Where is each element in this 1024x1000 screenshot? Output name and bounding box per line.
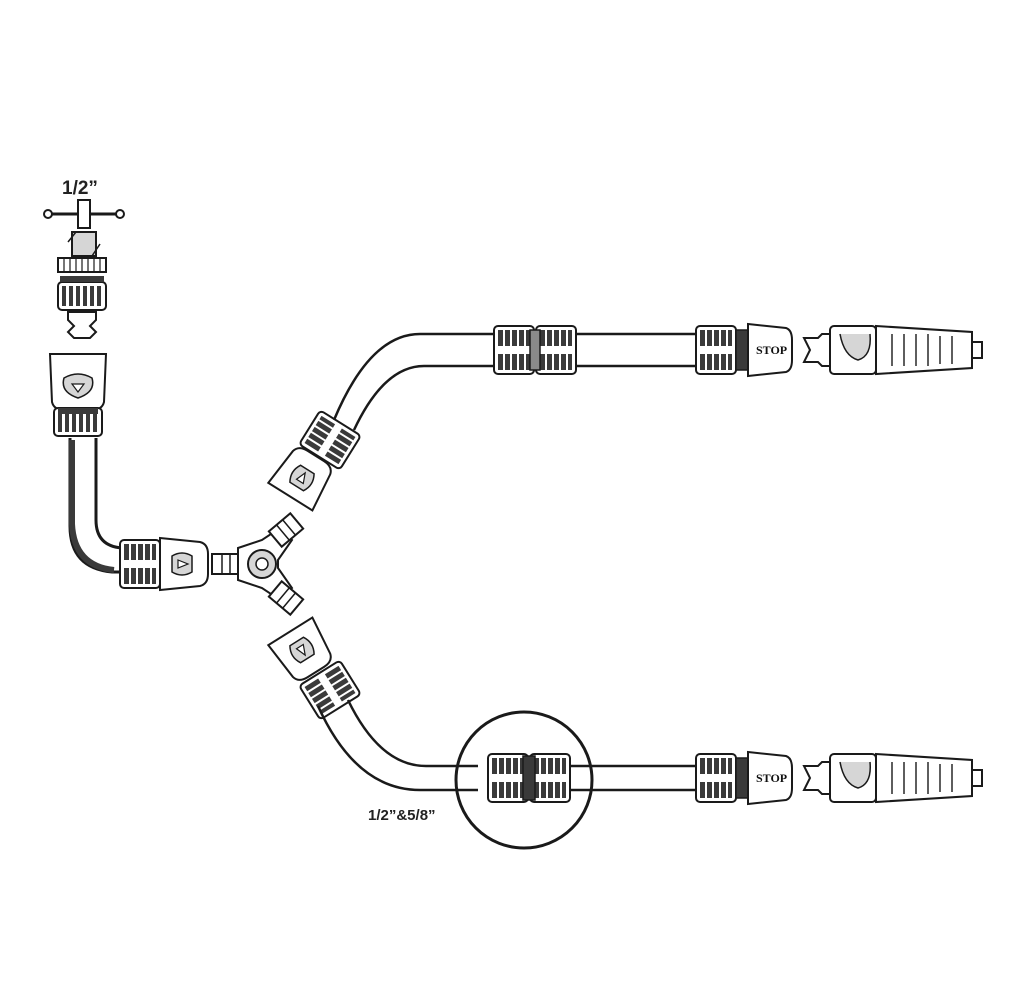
upper-repair-connector <box>493 325 577 375</box>
feed-end-connector <box>119 537 209 591</box>
stop-label-upper: STOP <box>756 343 787 357</box>
lower-hose <box>316 705 478 792</box>
hose-size-label: 1/2”&5/8” <box>368 807 436 824</box>
upper-stop-connector: STOP <box>695 322 793 378</box>
upper-spray-nozzle <box>802 324 983 376</box>
stop-label-lower: STOP <box>756 771 787 785</box>
upper-branch-connector <box>267 409 362 512</box>
lower-spray-nozzle <box>802 752 983 804</box>
feed-hose-connector <box>49 353 107 437</box>
lower-branch-connector <box>267 616 362 721</box>
lower-stop-connector: STOP <box>695 750 793 806</box>
lower-repair-connector <box>487 753 571 803</box>
upper-hose <box>332 332 494 421</box>
y-splitter <box>211 512 305 616</box>
tap-adapter <box>57 257 107 339</box>
tap-size-label: 1/2” <box>62 178 98 199</box>
highlight-circle <box>454 710 594 850</box>
garden-tap <box>43 199 125 257</box>
